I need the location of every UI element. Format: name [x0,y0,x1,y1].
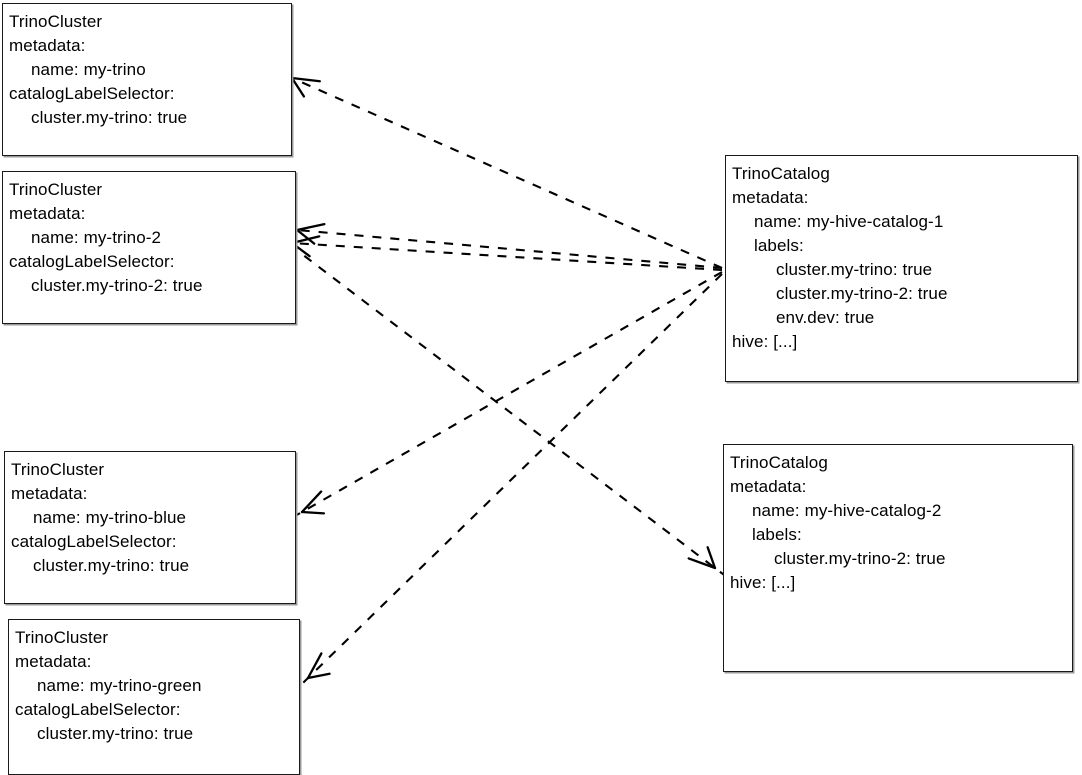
node-kind-label: TrinoCluster [11,460,105,479]
node-field-line: name: my-trino-green [37,676,202,695]
node-field-line: name: my-hive-catalog-2 [752,501,942,520]
node-kind-label: TrinoCluster [15,628,109,647]
edge-edge-catalog1-to-my-trino-green [295,273,723,690]
node-field-line: labels: [752,525,802,544]
node-field-line: cluster.my-trino: true [776,260,933,279]
node-field-line: cluster.my-trino-2: true [776,284,948,303]
node-field-line: hive: [...] [732,332,798,351]
node-field-line: metadata: [730,477,807,496]
node-kind-label: TrinoCluster [9,12,103,31]
node-field-line: name: my-trino-2 [31,228,162,247]
node-field-line: catalogLabelSelector: [15,700,181,719]
node-field-line: name: my-trino-blue [33,508,187,527]
node-field-line: metadata: [9,36,86,55]
edge-edge-catalog1-to-my-trino-2-a [280,222,723,270]
edge-edge-catalog1-to-my-trino [276,70,723,269]
node-field-line: cluster.my-trino-2: true [31,276,203,295]
node-field-line: labels: [754,236,804,255]
node-trinocluster-my-trino-blue[interactable]: TrinoCluster metadata: name: my-trino-blue… [4,451,296,604]
node-field-line: metadata: [11,484,88,503]
node-kind-label: TrinoCluster [9,180,103,199]
edge-edge-catalog1-to-my-trino-blue [287,271,723,521]
node-field-line: name: my-trino [31,60,146,79]
node-trinocluster-my-trino-2[interactable]: TrinoCluster metadata: name: my-trino-2 cat… [2,171,296,324]
node-field-line: catalogLabelSelector: [9,84,175,103]
node-body: TrinoCluster metadata: name: my-trino-gree… [15,626,299,746]
node-body: TrinoCluster metadata: name: my-trino catal… [9,10,291,130]
node-field-line: metadata: [15,652,92,671]
node-field-line: cluster.my-trino-2: true [774,549,946,568]
node-kind-label: TrinoCatalog [730,453,828,472]
node-field-line: cluster.my-trino: true [33,556,190,575]
node-field-line: cluster.my-trino: true [31,108,188,127]
node-trinocatalog-my-hive-catalog-1[interactable]: TrinoCatalog metadata: name: my-hive-catal… [725,155,1078,382]
node-field-line: name: my-hive-catalog-1 [754,212,944,231]
node-trinocatalog-my-hive-catalog-2[interactable]: TrinoCatalog metadata: name: my-hive-catal… [723,444,1073,672]
edge-edge-my-trino-2-to-catalog2 [289,244,729,579]
node-body: TrinoCatalog metadata: name: my-hive-catal… [732,162,1077,354]
node-field-line: metadata: [732,188,809,207]
node-kind-label: TrinoCatalog [732,164,830,183]
node-field-line: env.dev: true [776,308,875,327]
node-field-line: catalogLabelSelector: [9,252,175,271]
node-body: TrinoCluster metadata: name: my-trino-2 cat… [9,178,295,298]
node-field-line: hive: [...] [730,573,796,592]
node-field-line: catalogLabelSelector: [11,532,177,551]
node-field-line: metadata: [9,204,86,223]
node-body: TrinoCatalog metadata: name: my-hive-catal… [730,451,1072,595]
node-body: TrinoCluster metadata: name: my-trino-blue… [11,458,295,578]
node-trinocluster-my-trino-green[interactable]: TrinoCluster metadata: name: my-trino-gree… [8,619,300,775]
node-field-line: cluster.my-trino: true [37,724,194,743]
node-trinocluster-my-trino[interactable]: TrinoCluster metadata: name: my-trino catal… [2,3,292,156]
edge-edge-catalog1-to-my-trino-2-b [275,235,723,272]
